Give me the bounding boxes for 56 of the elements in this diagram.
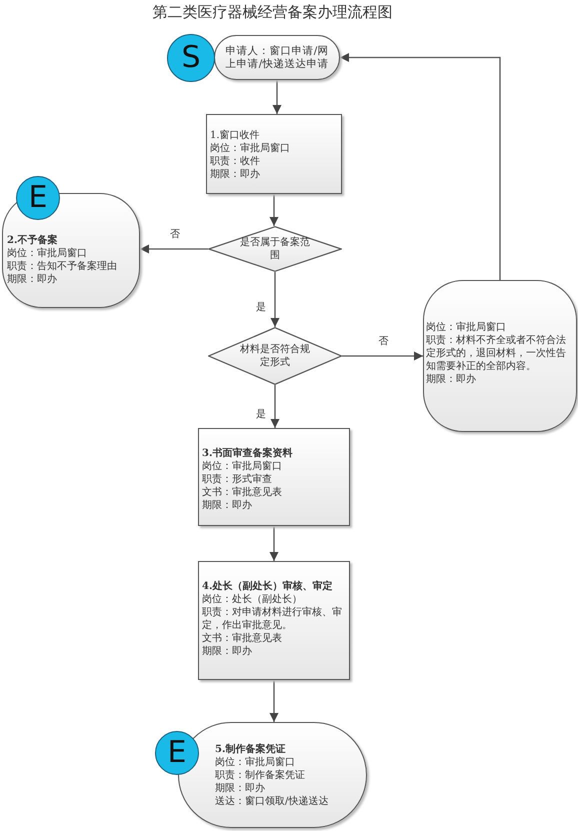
edge-label: 是 — [255, 302, 267, 314]
node-text: 期限：即办 — [210, 168, 261, 181]
node-text: 送达：窗口领取/快递送达 — [215, 794, 330, 808]
node-text: 期限：即办 — [7, 273, 58, 286]
node-text: 岗位：审批局窗口 — [210, 142, 291, 155]
edge-label: 是 — [255, 408, 267, 420]
node-text: 岗位：处长（副处长） — [202, 593, 303, 606]
step-heading: 3.书面审查备案资料 — [202, 447, 294, 460]
node-text: 职责：制作备案凭证 — [215, 768, 306, 782]
node-text: 职责：对申请材料进行审核、审定，作出审批意见。 — [202, 606, 343, 632]
node-text: 职责：材料不齐全或者不符合法定形式的，退回材料，一次性告知需要补正的全部内容。 — [426, 334, 567, 373]
node-text: 申请人：窗口申请/网上申请/快递送达申请 — [224, 44, 330, 70]
step-heading: 2.不予备案 — [7, 234, 58, 247]
edge-label: 否 — [169, 229, 181, 241]
edge-label: 否 — [378, 336, 390, 348]
node-text: 文书：审批意见表 — [202, 632, 283, 645]
node-text: 材料是否符合规定形式 — [240, 343, 310, 369]
node-text: 职责：收件 — [210, 155, 261, 168]
node-text: 职责：告知不予备案理由 — [7, 260, 118, 273]
terminal-circle — [155, 731, 199, 775]
node-text: 是否属于备案范围 — [240, 236, 310, 262]
arrow — [340, 53, 501, 280]
arrow — [140, 244, 208, 254]
arrow — [270, 680, 278, 722]
arrow — [342, 352, 423, 360]
node-text: 职责：形式审查 — [202, 473, 273, 486]
node-text: 岗位：审批局窗口 — [426, 321, 507, 334]
decision-diamond — [208, 226, 342, 272]
decision-diamond — [208, 327, 342, 385]
title: 第二类医疗器械经营备案办理流程图 — [152, 2, 394, 22]
arrow — [270, 272, 280, 327]
step-heading: 5.制作备案凭证 — [215, 742, 286, 756]
terminal-circle — [16, 176, 60, 220]
rounded-box — [423, 280, 577, 432]
node-text: 岗位：审批局窗口 — [215, 756, 296, 768]
arrow — [270, 526, 278, 561]
arrow — [270, 194, 278, 226]
node-text: 文书：审批意见表 — [202, 486, 283, 499]
process-box — [198, 428, 350, 526]
circle-letter: E — [28, 182, 48, 214]
process-box — [198, 561, 350, 680]
arrow — [270, 385, 280, 428]
step-heading: 1.窗口收件 — [210, 129, 261, 142]
node-text: 期限：即办 — [202, 499, 253, 512]
arrow — [272, 80, 282, 114]
process-box — [206, 114, 342, 194]
circle-letter: E — [168, 737, 186, 769]
node-text: 期限：即办 — [202, 645, 253, 658]
node-text: 期限：即办 — [426, 373, 477, 386]
circle-letter: S — [181, 42, 201, 74]
step-heading: 4.处长（副处长）审核、审定 — [202, 580, 334, 593]
terminator-shape — [214, 35, 340, 80]
terminal-circle — [167, 34, 215, 82]
node-text: 期限：即办 — [215, 782, 266, 794]
node-text: 岗位：审批局窗口 — [202, 460, 283, 473]
node-text: 岗位：审批局窗口 — [7, 247, 88, 260]
